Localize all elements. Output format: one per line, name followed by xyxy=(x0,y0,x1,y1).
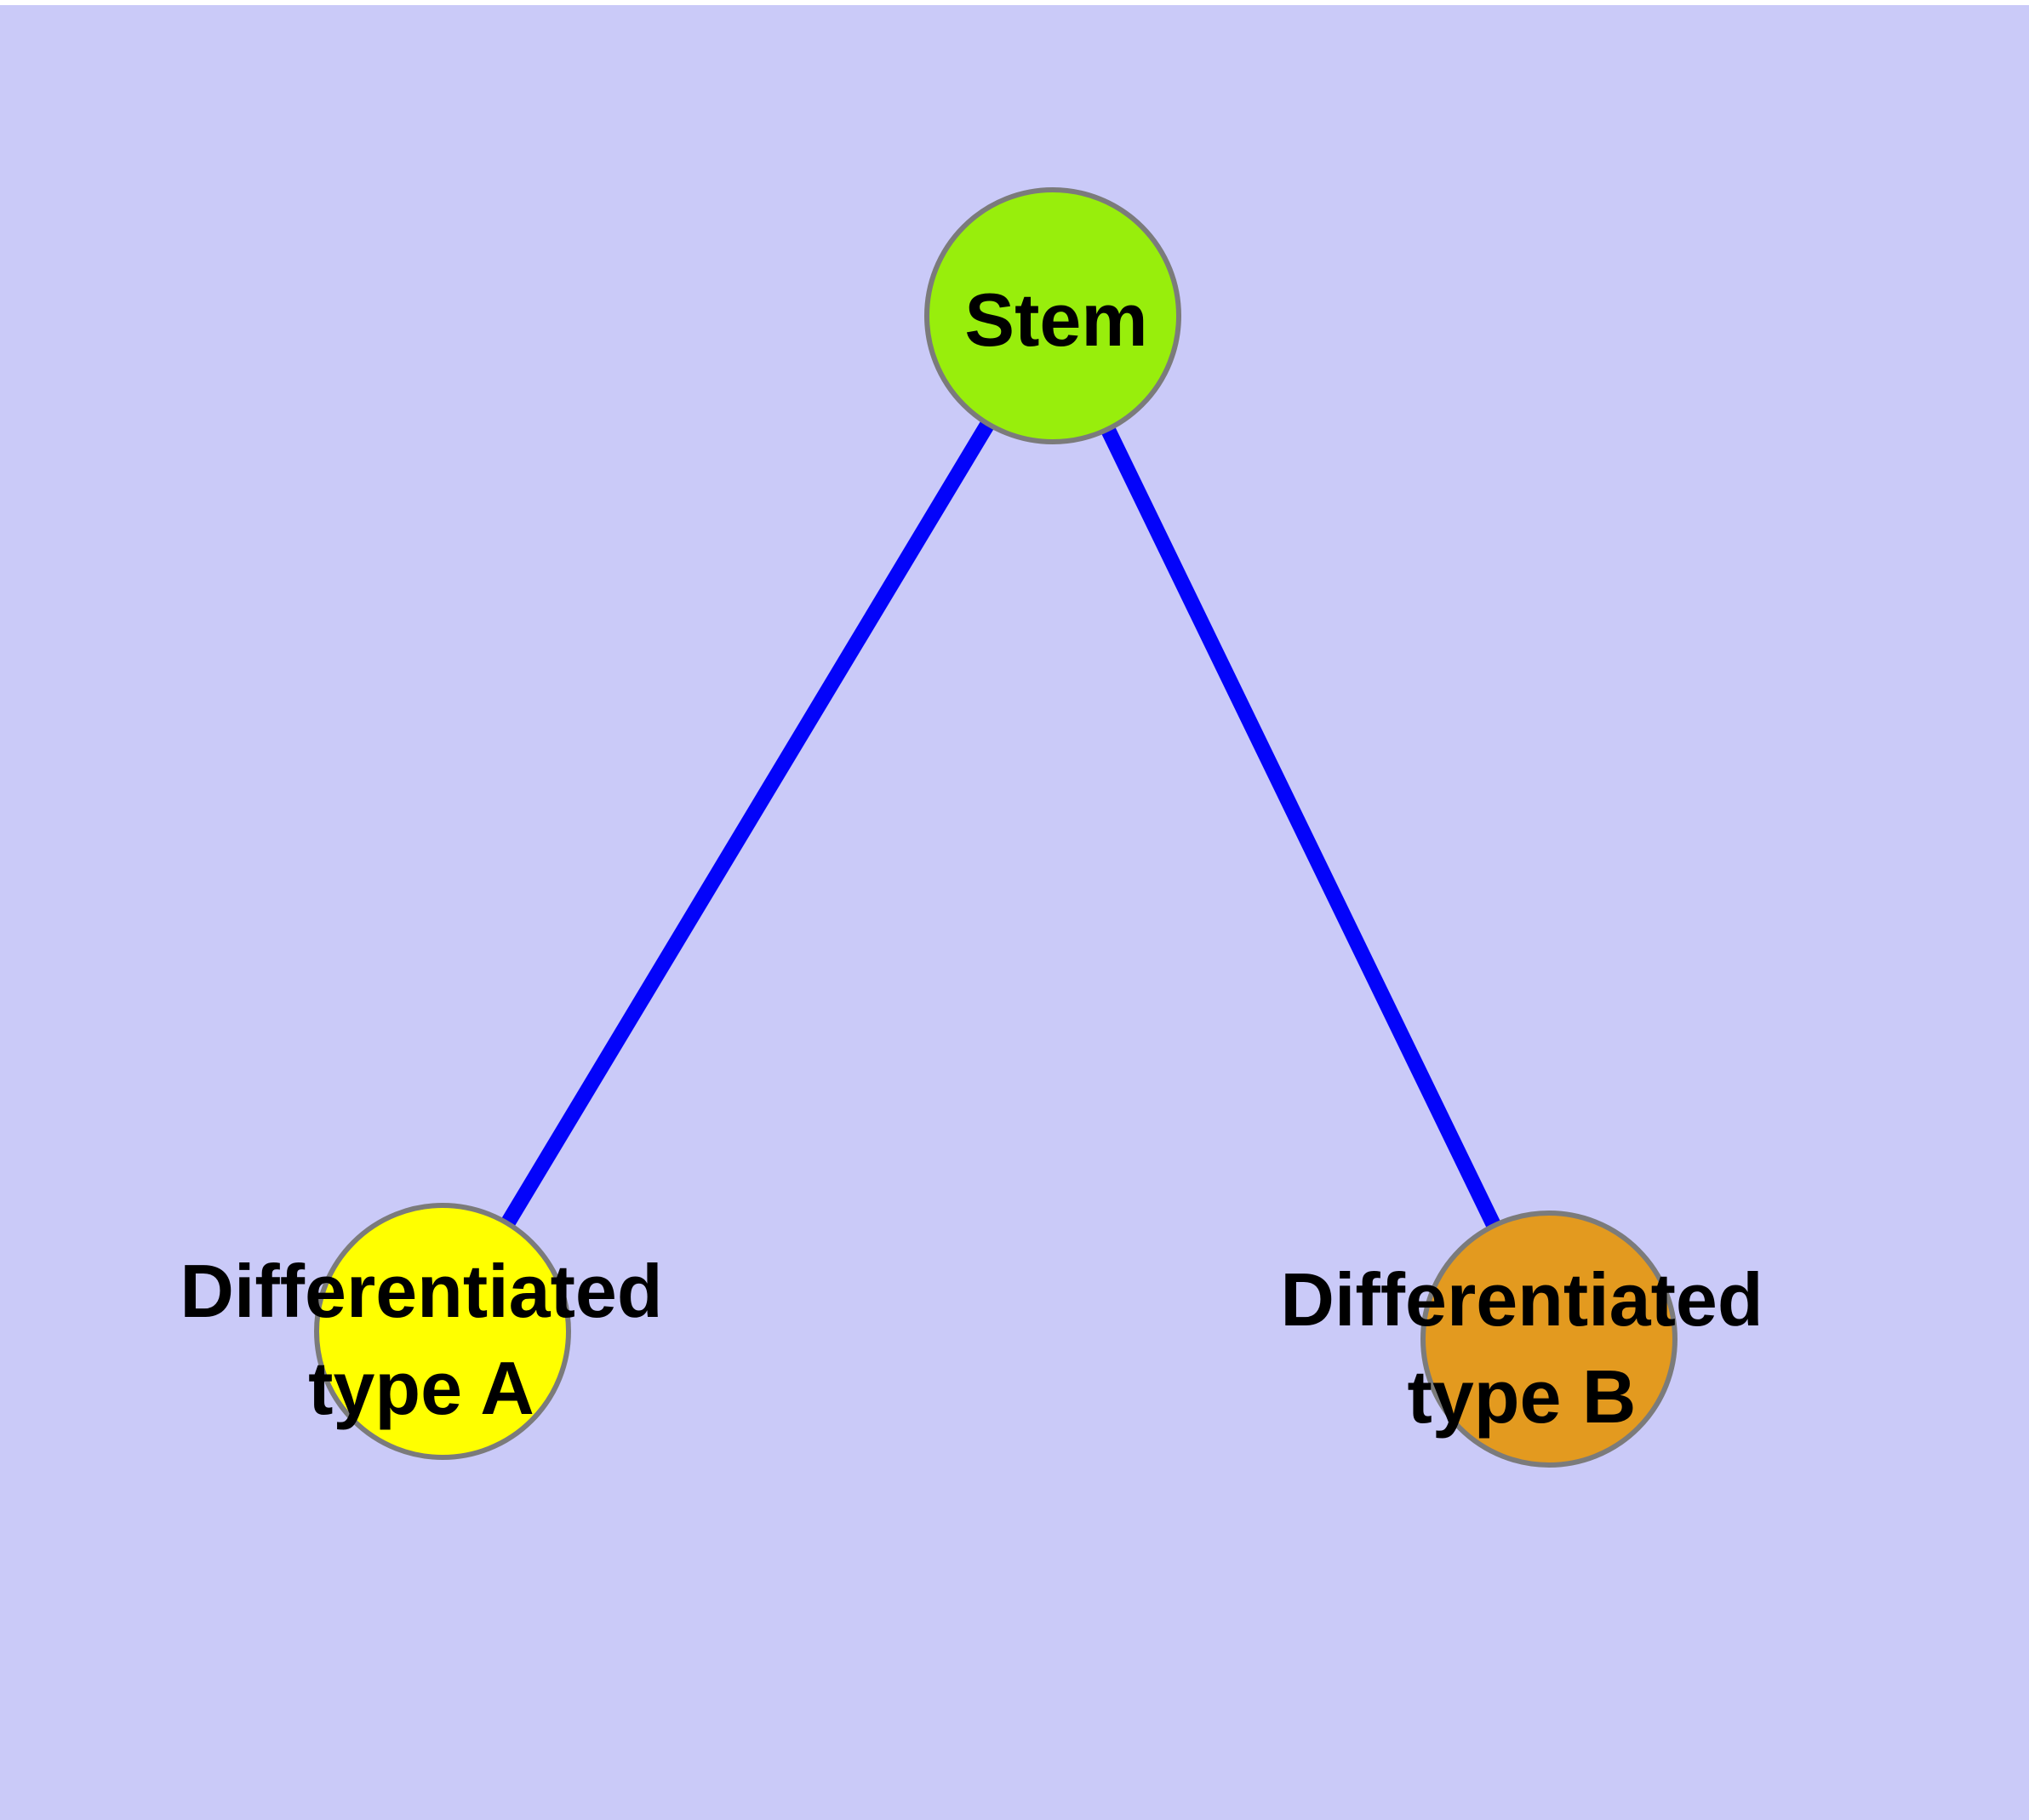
node-type-a-label: Differentiated type A xyxy=(180,1243,662,1437)
edge-stem-to-type-b xyxy=(1045,312,1557,1342)
graph-canvas: Stem Differentiated type A Differentiate… xyxy=(0,5,2029,1820)
edges-layer xyxy=(436,312,1557,1342)
node-differentiated-type-a[interactable] xyxy=(314,1203,571,1460)
node-stem[interactable] xyxy=(924,187,1181,444)
node-type-b-label: Differentiated type B xyxy=(1280,1251,1763,1445)
node-stem-label: Stem xyxy=(964,272,1147,369)
node-differentiated-type-b[interactable] xyxy=(1420,1210,1677,1468)
label-line: Differentiated xyxy=(1280,1257,1763,1342)
label-line: type A xyxy=(308,1346,534,1430)
canvas-top-strip xyxy=(0,0,2029,5)
edge-stem-to-type-a xyxy=(436,312,1060,1336)
label-line: type B xyxy=(1407,1354,1637,1439)
label-line: Stem xyxy=(964,278,1148,362)
label-line: Differentiated xyxy=(180,1249,663,1333)
